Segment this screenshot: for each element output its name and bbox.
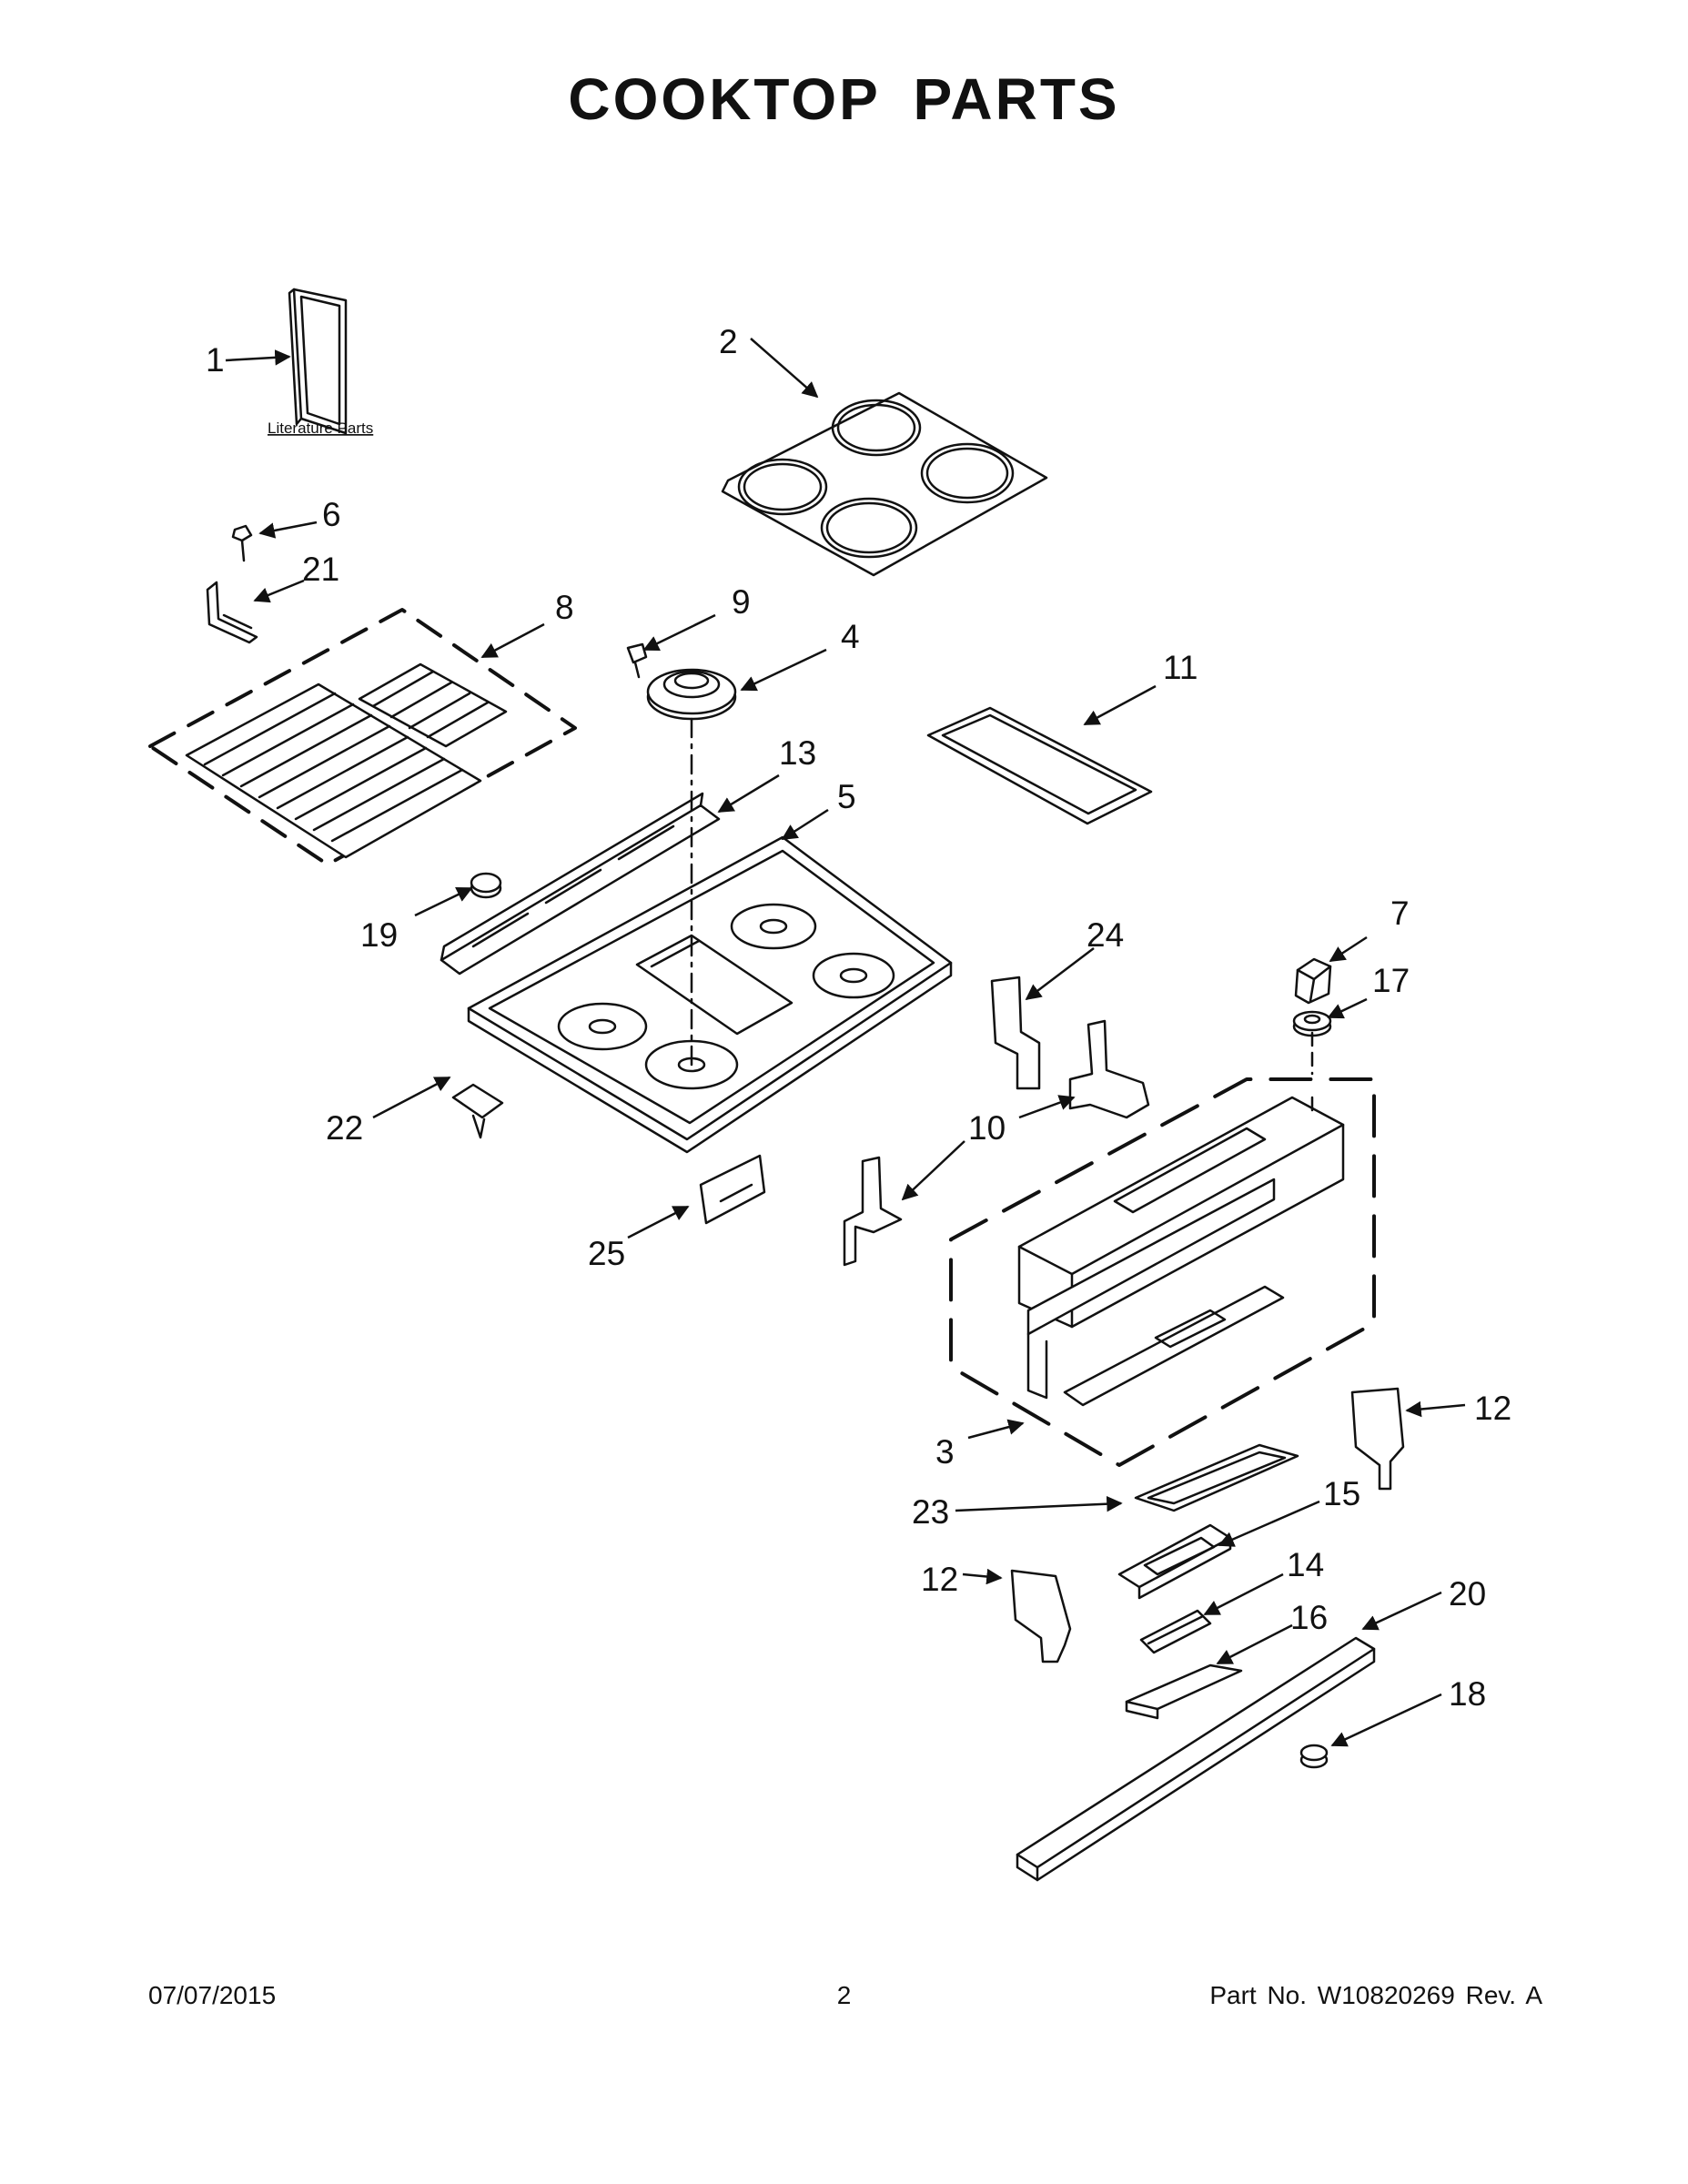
part-plate-16 [1125, 1663, 1243, 1720]
callout-13: 13 [779, 734, 816, 772]
callout-7: 7 [1390, 895, 1410, 932]
literature-parts-label: Literature Parts [268, 420, 373, 437]
callout-17: 17 [1372, 962, 1410, 999]
part-burner [646, 668, 737, 721]
callout-18: 18 [1449, 1675, 1486, 1713]
part-cooktop-glass [721, 391, 1048, 577]
part-main-cooktop [467, 835, 953, 1154]
callout-25: 25 [588, 1235, 625, 1272]
footer-date: 07/07/2015 [148, 1981, 277, 2009]
part-control-console [949, 1031, 1376, 1467]
callout-16: 16 [1290, 1599, 1328, 1636]
callout-20: 20 [1449, 1575, 1486, 1613]
part-plate-25 [699, 1154, 766, 1225]
part-bracket-10b [843, 1156, 903, 1267]
part-literature-booklet [288, 288, 348, 435]
callout-10a: 10 [968, 1109, 1006, 1147]
part-manifold [440, 792, 721, 976]
leader-arrows [225, 338, 1466, 1747]
callout-3: 3 [935, 1433, 955, 1471]
callout-1: 1 [206, 341, 225, 379]
part-bracket-10a [1068, 1019, 1150, 1119]
callout-5: 5 [837, 778, 856, 815]
callout-2: 2 [719, 323, 738, 360]
page-title: COOKTOP PARTS [568, 66, 1120, 132]
callout-14: 14 [1287, 1546, 1324, 1583]
part-bezel [1292, 1010, 1332, 1037]
callout-19: 19 [360, 916, 398, 954]
footer-page-number: 2 [836, 1981, 852, 2009]
part-igniter [626, 642, 648, 679]
part-control-board [1117, 1523, 1232, 1600]
callout-9: 9 [732, 583, 751, 621]
callout-21: 21 [302, 551, 339, 588]
footer-part-number: Part No. W10820269 Rev. A [1209, 1981, 1542, 2009]
part-trim-strip [1016, 1636, 1376, 1882]
part-grates [148, 608, 577, 866]
callout-24: 24 [1087, 916, 1124, 954]
part-griddle [926, 706, 1153, 825]
part-bracket-24 [990, 976, 1041, 1090]
part-bracket-21 [206, 581, 258, 644]
callout-12a: 12 [1474, 1390, 1511, 1427]
callout-22: 22 [326, 1109, 363, 1147]
part-end-cap-right [1350, 1387, 1405, 1491]
callout-12b: 12 [921, 1561, 958, 1598]
part-gasket [1134, 1443, 1299, 1512]
callout-8: 8 [555, 589, 574, 626]
callout-15: 15 [1323, 1475, 1360, 1512]
part-small-knob [1299, 1744, 1329, 1769]
part-knob [1294, 957, 1332, 1005]
callout-23: 23 [912, 1493, 949, 1531]
part-cap [470, 872, 502, 899]
part-end-cap-left [1010, 1569, 1072, 1663]
callout-labels: 1 2 6 21 8 9 4 11 13 5 19 7 24 17 10 10 … [206, 323, 1511, 1713]
part-clip-22 [451, 1083, 504, 1139]
callout-6: 6 [322, 496, 341, 533]
callout-4: 4 [841, 618, 860, 655]
callout-11: 11 [1163, 649, 1198, 686]
part-board-14 [1139, 1609, 1212, 1654]
part-screw [231, 524, 253, 562]
